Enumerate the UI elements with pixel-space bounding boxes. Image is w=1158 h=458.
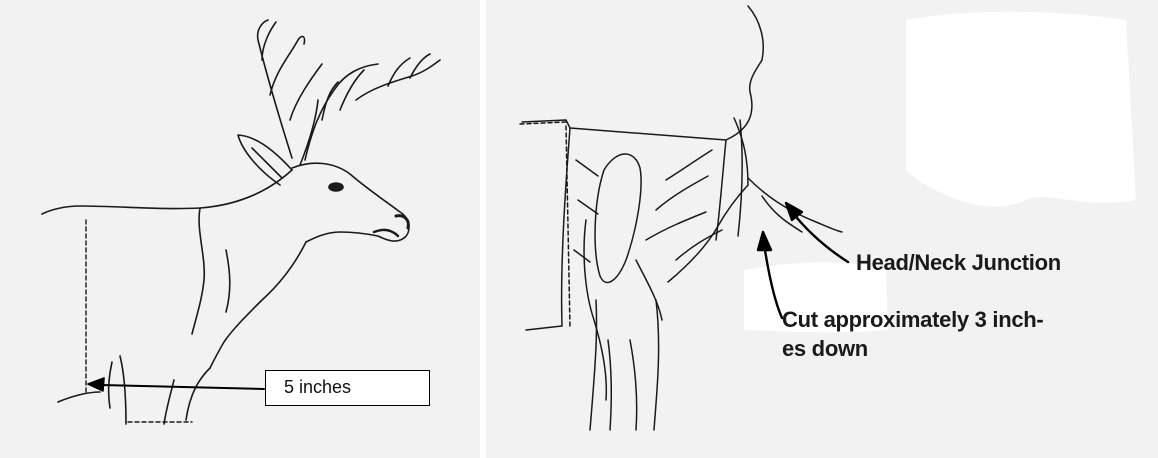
muscles	[574, 150, 722, 430]
junction-arrow	[786, 203, 848, 262]
neck-illustration-panel: Head/Neck Junction Cut approximately 3 i…	[486, 0, 1158, 458]
antlers	[258, 20, 440, 165]
cut-instruction-label: Cut approximately 3 inch- es down	[782, 305, 1122, 363]
cut-label-line-1: Cut approximately 3 inch-	[782, 305, 1122, 334]
neck-drawing	[486, 0, 1158, 458]
cut-label-line-2: es down	[782, 334, 1122, 363]
measure-callout-box: 5 inches	[265, 370, 430, 406]
measure-arrow	[88, 378, 264, 391]
deer-illustration-panel: 5 inches	[0, 0, 480, 458]
measure-label: 5 inches	[284, 377, 351, 397]
white-blob	[906, 12, 1136, 207]
head	[292, 163, 409, 242]
head-neck-junction-label: Head/Neck Junction	[856, 248, 1061, 277]
